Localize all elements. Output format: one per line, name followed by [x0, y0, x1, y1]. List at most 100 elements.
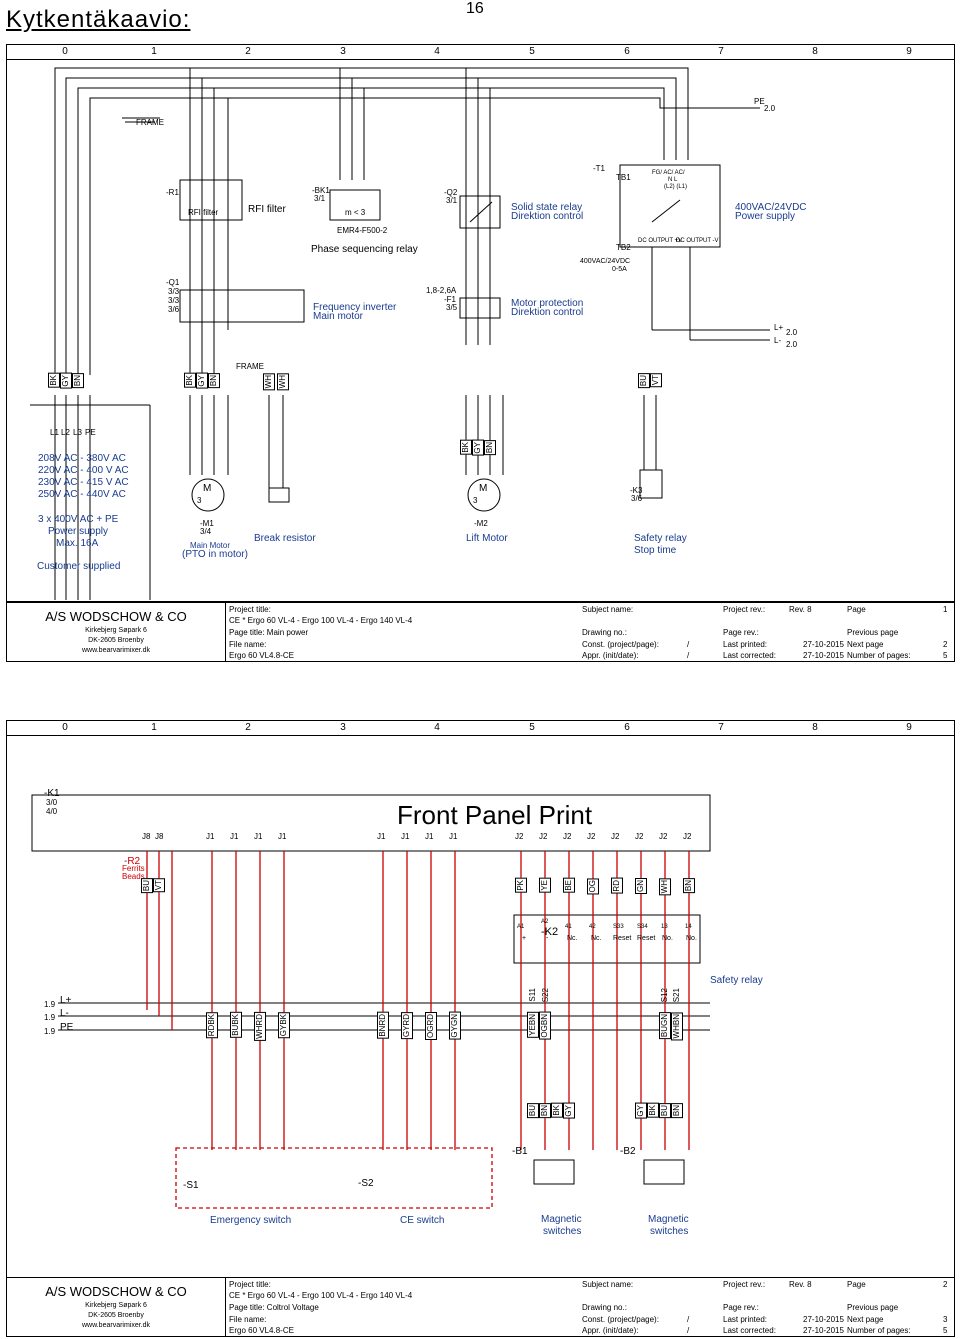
- m1-ref: -M1: [200, 519, 214, 528]
- supply-line-4: 250V AC - 440V AC: [38, 489, 126, 500]
- column-4: 4: [434, 46, 440, 57]
- ce-switch-label: CE switch: [400, 1215, 445, 1226]
- rail-lminus: L-: [60, 1008, 69, 1019]
- tb2-label: TB2: [616, 243, 631, 252]
- r2-label-1: Ferrits: [122, 864, 145, 873]
- wire-tag-wh: WH: [659, 878, 671, 896]
- f1-ref: -F1: [444, 295, 456, 304]
- company-block: A/S WODSCHOW & CO Kirkebjerg Søpark 6 DK…: [7, 1278, 226, 1336]
- j2-8: J2: [683, 832, 692, 841]
- column-9: 9: [906, 722, 912, 733]
- dc-out-minus: DC OUTPUT -V: [676, 238, 719, 244]
- rfi-label: RFI filter: [248, 204, 286, 215]
- const-slash: /: [687, 640, 690, 649]
- j1-2: J1: [230, 832, 239, 841]
- ssr-label-2: Direktion control: [511, 211, 584, 222]
- wire-tag-og: OG: [587, 878, 599, 895]
- last-corrected-value: 27-10-2015: [803, 651, 844, 660]
- dc-out-plus: DC OUTPUT +V: [638, 238, 683, 244]
- drawing-no-label: Drawing no.:: [582, 628, 627, 637]
- wire-tag-yebn: YEBN: [527, 1012, 539, 1038]
- m1-motor-letter: M: [203, 483, 212, 494]
- m1-motor-phase: 3: [197, 496, 202, 505]
- front-panel-title: Front Panel Print: [397, 800, 593, 830]
- k2-pin-s34: S34: [637, 924, 648, 930]
- project-title-label: Project title:: [229, 605, 271, 614]
- s1-ref: -S1: [183, 1180, 199, 1191]
- q1-sub-2: 3/3: [168, 296, 180, 305]
- wire-tag-whrd: WHRD: [254, 1012, 266, 1041]
- rev-value: Rev. 8: [789, 1280, 812, 1289]
- wire-tag-bnrd: BNRD: [377, 1012, 389, 1039]
- last-corrected-value: 27-10-2015: [803, 1326, 844, 1335]
- j8-1: J8: [142, 832, 151, 841]
- j2-6: J2: [635, 832, 644, 841]
- wire-tag-r2-bu: BU: [141, 878, 153, 894]
- psu-rating-1: 400VAC/24VDC: [580, 258, 631, 265]
- wire-tag-bubk: BUBK: [230, 1012, 242, 1038]
- supply-spec-3: Max. 16A: [56, 538, 99, 549]
- project-rev-label: Project rev.:: [723, 1280, 766, 1289]
- b1-ref: -B1: [512, 1146, 528, 1157]
- m2-ref: -M2: [474, 519, 488, 528]
- j1-4: J1: [278, 832, 287, 841]
- page-label: Page: [847, 1280, 866, 1289]
- next-page-link[interactable]: Next page: [847, 1315, 884, 1324]
- num-pages-value: 5: [943, 1326, 948, 1335]
- r2-ref: -R2: [124, 856, 141, 867]
- psu-rating-2: 0-5A: [612, 266, 627, 273]
- k1-sub-2: 4/0: [46, 807, 58, 816]
- r2-label-2: Beads: [122, 872, 145, 881]
- column-3: 3: [340, 722, 346, 733]
- wire-tag-gn: GN: [635, 878, 647, 894]
- supply-spec-1: 3 x 400V AC + PE: [38, 514, 119, 525]
- column-2: 2: [245, 722, 251, 733]
- magnetic-switches-1-l2: switches: [543, 1226, 582, 1237]
- last-corrected-label: Last corrected:: [723, 651, 776, 660]
- last-printed-value: 27-10-2015: [803, 1315, 844, 1324]
- supply-line-3: 230V AC - 415 V AC: [38, 477, 129, 488]
- column-8: 8: [812, 722, 818, 733]
- column-6: 6: [624, 46, 630, 57]
- bk1-model: EMR4-F500-2: [337, 226, 388, 235]
- lminus-ref: 2.0: [786, 340, 798, 349]
- page-rev-label: Page rev.:: [723, 628, 759, 637]
- k2-bottom-nc-2: Nc.: [591, 935, 602, 942]
- supply-line-1: 208V AC - 380V AC: [38, 453, 126, 464]
- inverter-label-2: Main motor: [313, 311, 364, 322]
- const-label: Const. (project/page):: [582, 640, 659, 649]
- k2-bottom-reset-1: Reset: [613, 935, 632, 942]
- wire-tag-rdbk: RDBK: [206, 1012, 218, 1039]
- magnetic-switches-2-l2: switches: [650, 1226, 689, 1237]
- num-pages-label: Number of pages:: [847, 1326, 911, 1335]
- title-block-1: A/S WODSCHOW & CO Kirkebjerg Søpark 6 DK…: [6, 602, 955, 662]
- k2-pin-a1: A1: [517, 924, 525, 930]
- previous-page-link[interactable]: Previous page: [847, 1303, 899, 1312]
- motor-protection-label-2: Direktion control: [511, 307, 584, 318]
- subject-label: Subject name:: [582, 605, 634, 614]
- rail-ref-1: 1.9: [44, 1000, 56, 1009]
- page-number: 16: [466, 0, 484, 17]
- company-address-2: DK-2605 Broenby: [88, 637, 144, 644]
- wire-tag-gybk: GYBK: [278, 1012, 290, 1039]
- l1-label: L1: [50, 428, 59, 437]
- f1-sub: 3/5: [446, 303, 458, 312]
- column-0: 0: [62, 46, 68, 57]
- pe-label: PE: [85, 428, 96, 437]
- j1-6: J1: [401, 832, 410, 841]
- next-page-link[interactable]: Next page: [847, 640, 884, 649]
- next-page-value: 2: [943, 640, 948, 649]
- lplus-ref: 2.0: [786, 328, 798, 337]
- previous-page-link[interactable]: Previous page: [847, 628, 899, 637]
- j2-5: J2: [611, 832, 620, 841]
- l3-label: L3: [73, 428, 82, 437]
- file-name-label: File name:: [229, 1315, 267, 1324]
- psu-inputs: FG/ AC/ AC/: [652, 170, 685, 176]
- f1-range: 1,8-2,6A: [426, 286, 457, 295]
- j8-2: J8: [155, 832, 164, 841]
- company-block: A/S WODSCHOW & CO Kirkebjerg Søpark 6 DK…: [7, 603, 226, 661]
- phase-relay-label: Phase sequencing relay: [311, 244, 418, 255]
- column-4: 4: [434, 722, 440, 733]
- j2-2: J2: [539, 832, 548, 841]
- subject-label: Subject name:: [582, 1280, 634, 1289]
